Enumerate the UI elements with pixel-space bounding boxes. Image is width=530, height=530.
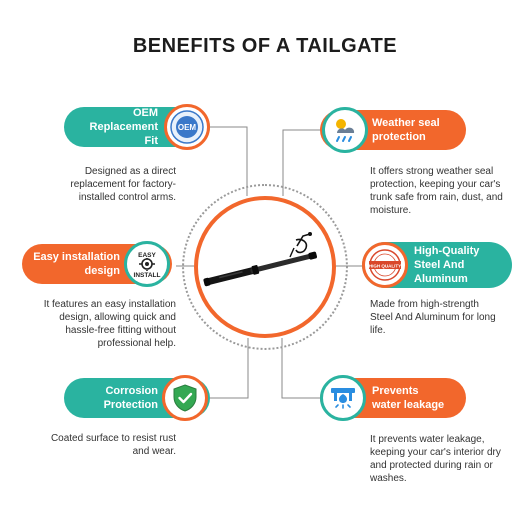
benefit-label: OEM Replacement Fit bbox=[89, 107, 158, 147]
benefit-description-oem: Designed as a direct replacement for fac… bbox=[70, 166, 176, 203]
easy-install-icon: EASY INSTALL bbox=[124, 241, 170, 287]
oem-seal-icon: OEM bbox=[164, 104, 210, 150]
oem-badge-text: OEM bbox=[178, 123, 197, 132]
shield-check-icon bbox=[162, 375, 208, 421]
install-badge-text: INSTALL bbox=[134, 272, 161, 279]
page-title: BENEFITS OF A TAILGATE bbox=[132, 35, 398, 57]
product-image-circle bbox=[194, 196, 336, 338]
benefit-label: Prevents water leakage bbox=[372, 385, 445, 411]
benefit-label: Corrosion Protection bbox=[103, 385, 158, 411]
hub-dotted-ring bbox=[182, 184, 348, 350]
benefit-label: Weather seal protection bbox=[372, 117, 440, 143]
easy-badge-text: EASY bbox=[138, 252, 156, 259]
benefit-label: Easy installation design bbox=[33, 251, 120, 277]
benefit-description-easy-install: It features an easy installation design,… bbox=[43, 299, 176, 349]
water-leak-icon bbox=[320, 375, 366, 421]
benefit-description-weather: It offers strong weather seal protection… bbox=[370, 166, 503, 216]
benefit-description-corrosion: Coated surface to resist rust and wear. bbox=[50, 433, 176, 457]
benefit-description-high-quality: Made from high-strength Steel And Alumin… bbox=[370, 299, 496, 336]
weather-icon bbox=[322, 107, 368, 153]
benefit-label: High-Quality Steel And Aluminum bbox=[414, 245, 480, 285]
tailgate-strut-icon bbox=[203, 232, 317, 287]
high-quality-badge-text: HIGH QUALITY bbox=[369, 264, 401, 269]
benefit-description-water-leakage: It prevents water leakage, keeping your … bbox=[370, 434, 501, 484]
high-quality-stamp-icon: HIGH QUALITY bbox=[362, 242, 408, 288]
